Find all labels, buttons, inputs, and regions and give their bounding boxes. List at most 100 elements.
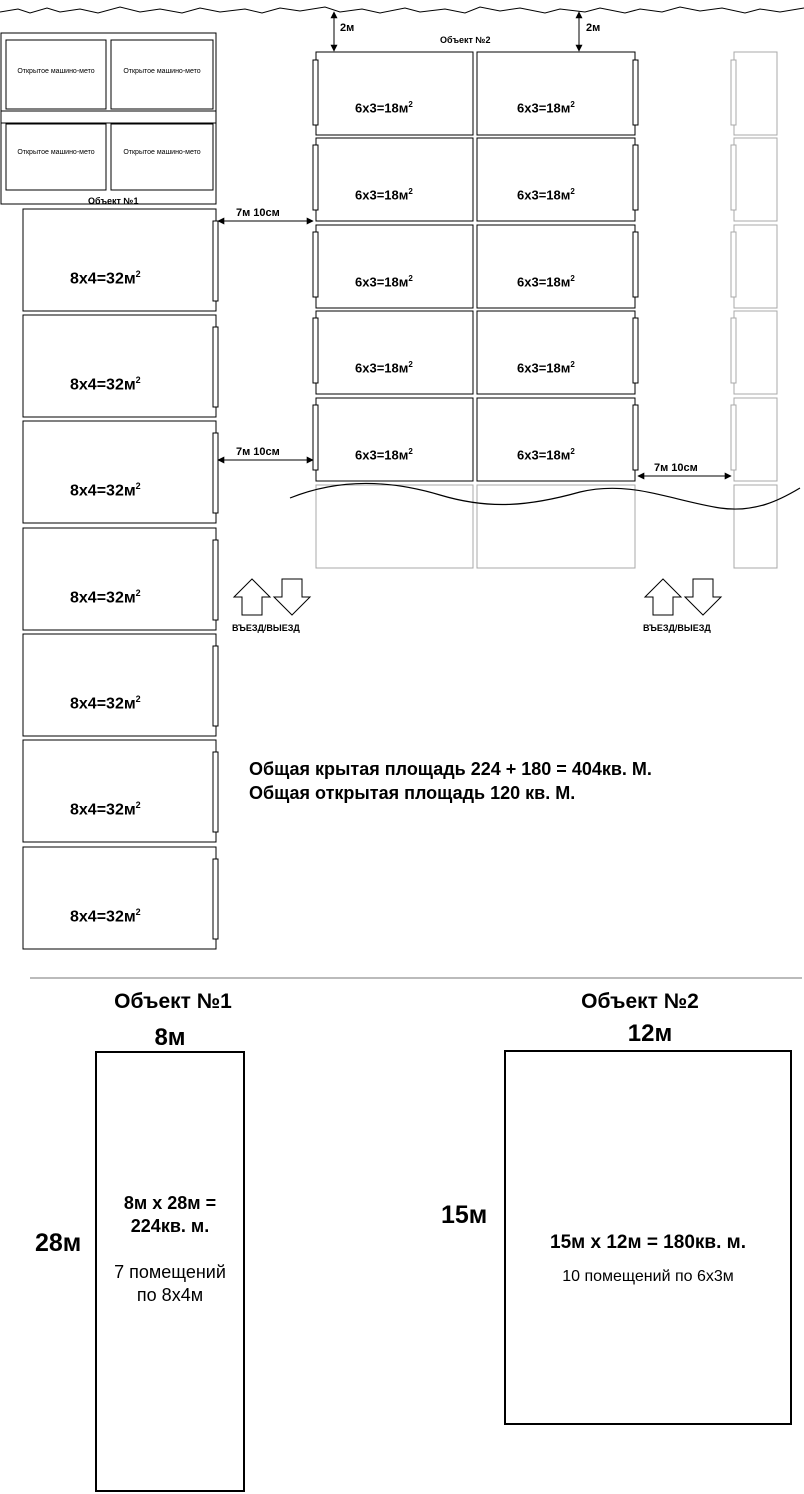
unit-6x3-text: 6х3=18м bbox=[517, 447, 571, 463]
parking-divider-band bbox=[0, 110, 217, 124]
faded-unit bbox=[733, 484, 778, 569]
faded-units bbox=[315, 51, 778, 569]
summary-object1-length: 28м bbox=[35, 1229, 82, 1257]
unit-8x4-text: 8х4=32м bbox=[70, 801, 136, 819]
superscript: 2 bbox=[135, 269, 141, 279]
unit-6x3-text: 6х3=18м bbox=[355, 360, 409, 376]
break-line bbox=[289, 482, 801, 510]
gate-door bbox=[312, 317, 319, 384]
gate-door bbox=[312, 231, 319, 298]
summary-object1-area-line1: 8м х 28м = bbox=[123, 1193, 217, 1213]
unit-6x3-label: 6х3=18м2 bbox=[517, 100, 575, 115]
unit-6x3-text: 6х3=18м bbox=[355, 100, 409, 116]
faded-door bbox=[730, 317, 737, 384]
gate-door bbox=[212, 751, 219, 833]
unit-6x3-text: 6х3=18м bbox=[355, 274, 409, 290]
unit-6x3 bbox=[315, 51, 474, 136]
unit-8x4 bbox=[22, 420, 217, 524]
unit-8x4-label: 8х4=32м2 bbox=[70, 694, 141, 713]
unit-8x4-text: 8х4=32м bbox=[70, 589, 136, 607]
superscript: 2 bbox=[570, 360, 575, 369]
summary-object2-title: Объект №2 bbox=[581, 990, 699, 1013]
dim-label-7m10: 7м 10см bbox=[236, 446, 280, 458]
gate-door bbox=[212, 220, 219, 302]
unit-6x3-label: 6х3=18м2 bbox=[355, 274, 413, 289]
parking-label: Открытое машино-мето bbox=[123, 68, 201, 75]
unit-8x4-label: 8х4=32м2 bbox=[70, 269, 141, 288]
unit-6x3 bbox=[476, 137, 636, 222]
superscript: 2 bbox=[570, 187, 575, 196]
faded-unit bbox=[733, 397, 778, 482]
superscript: 2 bbox=[135, 694, 141, 704]
faded-door bbox=[730, 144, 737, 211]
gate-door bbox=[632, 59, 639, 126]
gate-door bbox=[212, 326, 219, 408]
top-boundary-line bbox=[0, 6, 804, 14]
gate-door bbox=[632, 144, 639, 211]
gate-door bbox=[312, 59, 319, 126]
object2-units bbox=[312, 51, 639, 482]
object1-caption: Объект №1 bbox=[88, 196, 139, 206]
unit-8x4-text: 8х4=32м bbox=[70, 270, 136, 288]
superscript: 2 bbox=[408, 360, 413, 369]
unit-8x4-label: 8х4=32м2 bbox=[70, 588, 141, 607]
unit-6x3-label: 6х3=18м2 bbox=[355, 447, 413, 462]
superscript: 2 bbox=[135, 907, 141, 917]
faded-unit bbox=[733, 224, 778, 309]
object2-outline bbox=[504, 1050, 792, 1425]
object2-caption: Объект №2 bbox=[440, 35, 491, 45]
dim-label-2m: 2м bbox=[586, 22, 601, 34]
superscript: 2 bbox=[135, 481, 141, 491]
total-open-area: Общая открытая площадь 120 кв. М. bbox=[249, 783, 576, 803]
unit-6x3 bbox=[315, 397, 474, 482]
parking-label: Открытое машино-мето bbox=[17, 149, 95, 156]
unit-6x3-text: 6х3=18м bbox=[517, 274, 571, 290]
parking-label: Открытое машино-мето bbox=[123, 149, 201, 156]
entry-exit-arrows-right bbox=[643, 578, 723, 616]
unit-6x3-label: 6х3=18м2 bbox=[517, 360, 575, 375]
summary-object2-width: 12м bbox=[627, 1020, 673, 1047]
parking-block bbox=[0, 32, 217, 205]
parking-space bbox=[110, 123, 214, 191]
gate-door bbox=[212, 858, 219, 940]
unit-6x3-text: 6х3=18м bbox=[355, 447, 409, 463]
total-covered-area: Общая крытая площадь 224 + 180 = 404кв. … bbox=[249, 759, 652, 779]
unit-8x4 bbox=[22, 739, 217, 843]
gate-door bbox=[212, 539, 219, 621]
unit-8x4 bbox=[22, 208, 217, 312]
unit-6x3-label: 6х3=18м2 bbox=[355, 187, 413, 202]
parking-label: Открытое машино-мето bbox=[17, 68, 95, 75]
unit-8x4-label: 8х4=32м2 bbox=[70, 375, 141, 394]
dim-label-7m10: 7м 10см bbox=[236, 207, 280, 219]
faded-unit bbox=[733, 137, 778, 222]
parking-space bbox=[5, 39, 107, 110]
unit-8x4-label: 8х4=32м2 bbox=[70, 800, 141, 819]
unit-6x3 bbox=[315, 137, 474, 222]
superscript: 2 bbox=[135, 800, 141, 810]
gate-door bbox=[312, 144, 319, 211]
unit-6x3-text: 6х3=18м bbox=[355, 187, 409, 203]
superscript: 2 bbox=[570, 100, 575, 109]
gate-door bbox=[632, 404, 639, 471]
unit-6x3-label: 6х3=18м2 bbox=[517, 274, 575, 289]
unit-6x3 bbox=[476, 224, 636, 309]
gate-door bbox=[212, 432, 219, 514]
object1-outline bbox=[95, 1051, 245, 1492]
superscript: 2 bbox=[135, 375, 141, 385]
superscript: 2 bbox=[570, 447, 575, 456]
superscript: 2 bbox=[570, 274, 575, 283]
arrow-down-icon bbox=[683, 578, 723, 616]
unit-6x3 bbox=[476, 397, 636, 482]
unit-8x4-text: 8х4=32м bbox=[70, 376, 136, 394]
superscript: 2 bbox=[408, 447, 413, 456]
summary-object2-area: 15м х 12м = 180кв. м. bbox=[550, 1232, 746, 1253]
superscript: 2 bbox=[408, 274, 413, 283]
superscript: 2 bbox=[408, 187, 413, 196]
parking-space bbox=[110, 39, 214, 110]
unit-6x3-label: 6х3=18м2 bbox=[517, 187, 575, 202]
unit-8x4 bbox=[22, 527, 217, 631]
summary-object1-rooms-line1: 7 помещений bbox=[114, 1262, 226, 1282]
unit-6x3-text: 6х3=18м bbox=[517, 100, 571, 116]
